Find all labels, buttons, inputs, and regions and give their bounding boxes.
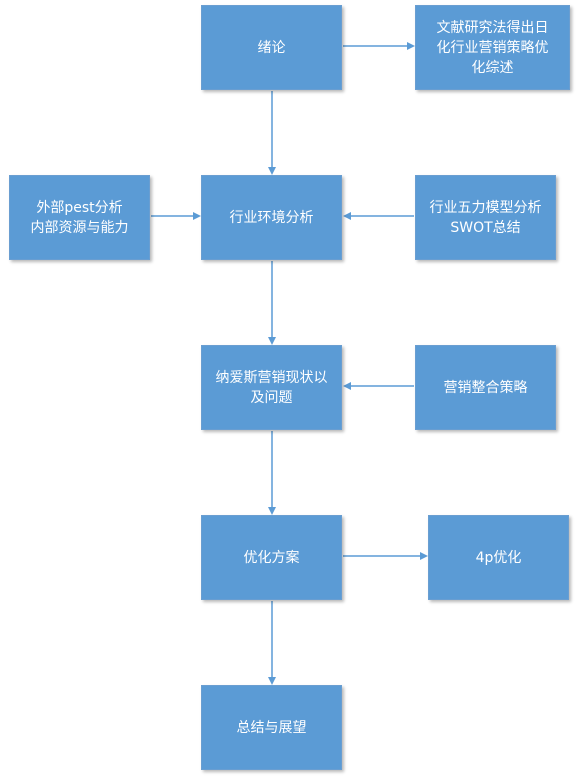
four-p-optimization-label: 4p优化 — [475, 549, 522, 566]
five-forces-swot-label: 行业五力模型分析 SWOT总结 — [429, 199, 542, 236]
intro-box: 绪论 — [201, 5, 342, 90]
pest-analysis-box: 外部pest分析 内部资源与能力 — [9, 175, 150, 260]
arrowhead-pest-to-industry — [193, 212, 201, 220]
optimization-plan-label: 优化方案 — [243, 549, 300, 566]
marketing-status-label: 纳爱斯营销现状以 及问题 — [215, 369, 328, 406]
arrowhead-intro-to-literature — [407, 42, 415, 50]
literature-review-label: 文献研究法得出日 化行业营销策略优 化综述 — [436, 19, 549, 76]
pest-analysis-label: 外部pest分析 内部资源与能力 — [30, 199, 129, 236]
intro-label: 绪论 — [257, 39, 286, 56]
arrowhead-plan-to-4p — [420, 552, 428, 560]
optimization-plan-box: 优化方案 — [201, 515, 342, 600]
summary-outlook-box: 总结与展望 — [201, 685, 342, 770]
arrowhead-status-to-plan — [268, 507, 276, 515]
industry-analysis-box: 行业环境分析 — [201, 175, 342, 260]
arrowhead-integration-to-status — [343, 382, 351, 390]
literature-review-box: 文献研究法得出日 化行业营销策略优 化综述 — [415, 5, 570, 90]
four-p-optimization-box: 4p优化 — [428, 515, 569, 600]
arrowhead-industry-to-status — [268, 337, 276, 345]
arrowhead-fiveforces-to-industry — [343, 212, 351, 220]
five-forces-swot-box: 行业五力模型分析 SWOT总结 — [415, 175, 556, 260]
marketing-status-box: 纳爱斯营销现状以 及问题 — [201, 345, 342, 430]
summary-outlook-label: 总结与展望 — [236, 719, 307, 736]
industry-analysis-label: 行业环境分析 — [229, 209, 314, 226]
integration-strategy-label: 营销整合策略 — [443, 379, 528, 396]
arrowhead-plan-to-summary — [268, 677, 276, 685]
integration-strategy-box: 营销整合策略 — [415, 345, 556, 430]
arrowhead-intro-to-industry — [268, 167, 276, 175]
